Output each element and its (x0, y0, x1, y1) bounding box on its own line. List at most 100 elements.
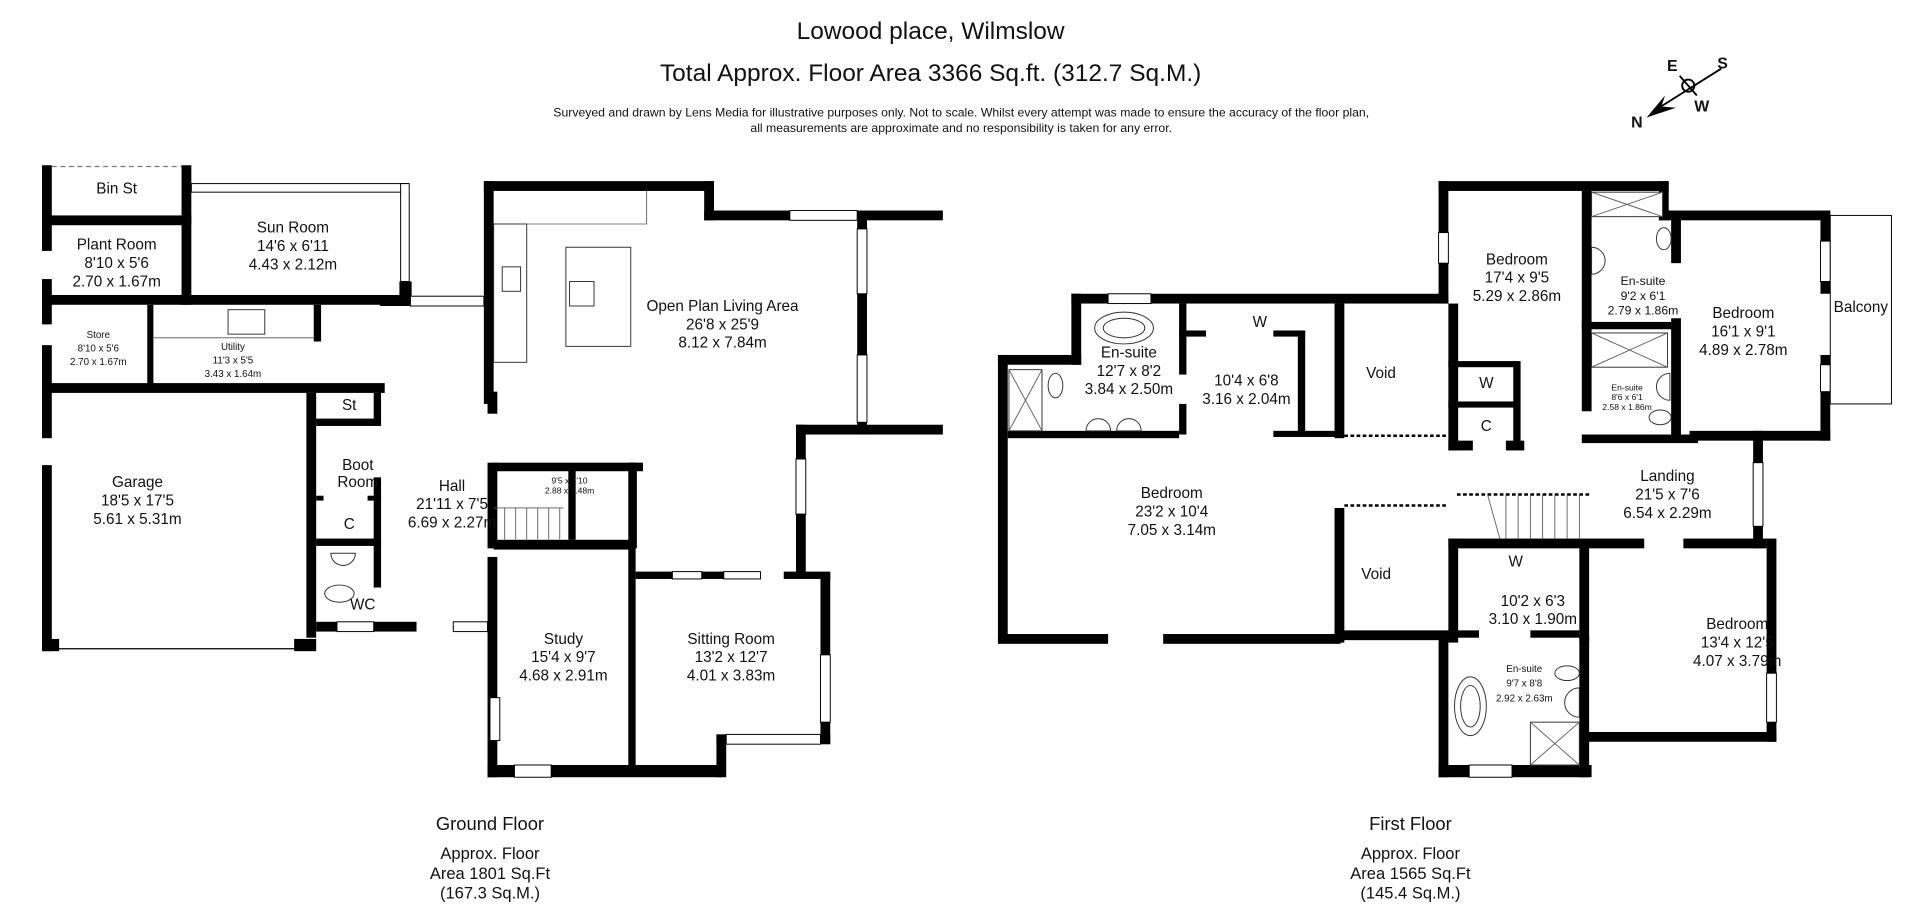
room-dimension-metric: 4.89 x 2.78m (1699, 342, 1787, 359)
first-floor-area-3: (145.4 Sq.M.) (1360, 883, 1460, 902)
wall (42, 465, 52, 652)
window (1766, 672, 1777, 723)
window (856, 228, 868, 295)
wall (1179, 330, 1207, 337)
wall (1683, 538, 1767, 549)
wall (1513, 361, 1521, 447)
wall (316, 538, 382, 546)
wall (147, 304, 154, 389)
toilet-icon (324, 584, 355, 603)
window (409, 295, 485, 307)
wall (1581, 190, 1592, 412)
room-dimension-imperial: 8'10 x 5'6 (84, 255, 148, 272)
ground-floor-area-2: Area 1801 Sq.Ft (430, 864, 551, 883)
room-bin-store: Bin St (96, 180, 138, 197)
wall (857, 211, 867, 229)
basin-icon (1591, 246, 1606, 275)
room-boot-room-line-2: Room (337, 474, 378, 491)
wall (1448, 440, 1473, 451)
room-sun-room: Sun Room (257, 220, 329, 237)
room-dimension-imperial: 21'5 x 7'6 (1635, 486, 1699, 503)
room-hall: Hall (439, 478, 465, 495)
windows (190, 183, 1831, 778)
wall (1658, 181, 1669, 221)
window (1468, 764, 1513, 778)
disclaimer-line-2: all measurements are approximate and no … (750, 121, 1172, 135)
window (723, 571, 761, 580)
wall (379, 296, 412, 306)
room-cupboard: C (344, 516, 355, 533)
wall (1579, 544, 1590, 643)
room-dimension-imperial: 8'6 x 6'1 (1611, 392, 1643, 402)
wall (1820, 210, 1831, 242)
room-dimension-metric: 2.79 x 1.86m (1608, 304, 1679, 318)
room-sitting-room: Sitting Room (687, 631, 774, 648)
wall (1007, 430, 1180, 439)
compass-east: E (1667, 58, 1678, 75)
window (1438, 232, 1449, 264)
wall (42, 215, 192, 226)
wall (316, 418, 382, 426)
room-walk-in: 10'4 x 6'8 (1214, 373, 1278, 390)
wall (42, 294, 400, 305)
wall (628, 462, 637, 549)
room-boot-room: Boot (342, 457, 374, 474)
room-dimension-metric: 5.61 x 5.31m (93, 511, 181, 528)
first-floor-area-2: Area 1565 Sq.Ft (1350, 864, 1471, 883)
window (190, 183, 409, 193)
room-dimension-metric: 3.16 x 2.04m (1202, 391, 1290, 408)
wall (1820, 354, 1831, 365)
wall (795, 424, 943, 435)
room-dimension-imperial: 26'8 x 25'9 (686, 316, 759, 333)
wall (1448, 538, 1645, 549)
wall (997, 354, 1082, 365)
room-dimension-imperial: 18'5 x 17'5 (101, 493, 174, 510)
room-garage: Garage (112, 474, 163, 491)
room-bedroom: Bedroom (1706, 616, 1768, 633)
wall (1448, 303, 1459, 451)
room-dimension-imperial: 8'10 x 5'6 (78, 343, 120, 354)
staircase (493, 507, 564, 540)
wall (1438, 636, 1449, 778)
room-dimension-imperial: 15'4 x 9'7 (531, 649, 595, 666)
room-dimension-imperial: 17'4 x 9'5 (1485, 270, 1549, 287)
room-dimension-metric: 4.43 x 2.12m (249, 256, 337, 273)
first-floor-fixtures (1008, 191, 1892, 766)
wall (1579, 731, 1777, 742)
wall (1334, 303, 1345, 439)
wall (1163, 634, 1341, 644)
wall (1581, 321, 1674, 330)
room-dimension-metric: 4.68 x 2.91m (519, 668, 607, 685)
room-dimension-metric: 6.69 x 2.27m (408, 515, 496, 532)
ground-floor-fixtures (51, 165, 648, 650)
toilet-icon (1648, 409, 1672, 426)
wall (1579, 636, 1590, 778)
room-dimension-imperial: 9'2 x 6'1 (1621, 289, 1666, 303)
room-study: Study (544, 631, 583, 648)
room-void: Void (1361, 566, 1391, 583)
wall (373, 621, 417, 632)
basin-icon (1564, 687, 1580, 718)
wall (1658, 210, 1831, 221)
wall (701, 571, 724, 579)
wall (795, 514, 806, 576)
wall (1273, 330, 1306, 337)
window (1107, 293, 1152, 305)
wall (1671, 318, 1681, 441)
window (1819, 240, 1831, 283)
room-dimension-imperial: 21'11 x 7'5 (416, 496, 488, 513)
room-plant-room: Plant Room (77, 237, 157, 254)
first-floor-labels: En-suite 12'7 x 8'2 3.84 x 2.50m W 10'4 … (1085, 251, 1889, 902)
walls (42, 165, 1831, 778)
room-dimension-imperial: 23'2 x 10'4 (1135, 504, 1208, 521)
wall (493, 539, 635, 550)
wall (487, 462, 498, 549)
plan-title: Lowood place, Wilmslow (797, 18, 1065, 45)
wall (42, 383, 385, 393)
wall (1820, 281, 1831, 294)
wall (493, 462, 643, 472)
hob-icon (569, 281, 595, 307)
wall (1820, 391, 1831, 441)
room-dimension-metric: 2.70 x 1.67m (72, 273, 160, 290)
room-dimension-metric: 2.92 x 2.63m (1496, 693, 1553, 704)
